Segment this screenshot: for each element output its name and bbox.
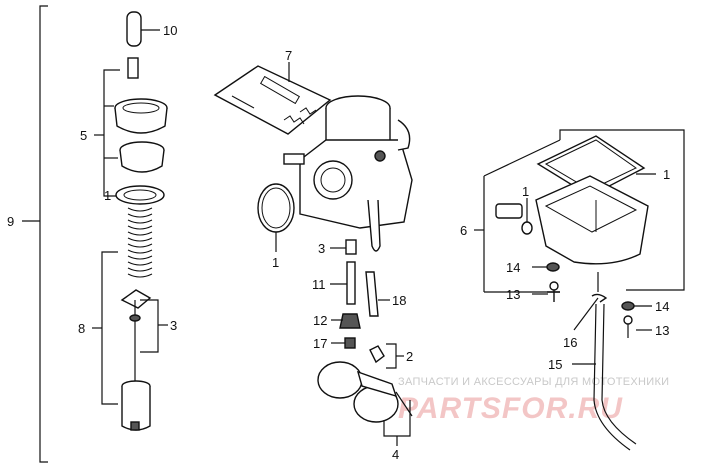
part-1-bowl-gasket-inner	[544, 139, 637, 191]
part-12-main-jet	[339, 313, 361, 329]
part-1-float-gasket	[257, 183, 295, 233]
needle-clip-ring	[129, 314, 141, 322]
carb-inlet-stub	[283, 153, 305, 165]
part-1-seal	[115, 185, 165, 205]
part-3-clip	[120, 289, 152, 309]
carb-adjust-screw	[374, 150, 386, 162]
throttle-slide-assembly	[22, 5, 168, 463]
bracket-2	[386, 343, 397, 369]
bracket-9	[39, 5, 48, 463]
callout-11: 11	[312, 277, 326, 292]
callout-1-oring: 1	[522, 184, 529, 199]
part-15-tube-left	[593, 303, 631, 451]
watermark-logo: PARTSFOR.RU	[398, 392, 623, 425]
part-5-cap-body	[119, 149, 165, 173]
part-18-pilot-jet	[365, 271, 379, 317]
callout-15: 15	[548, 357, 562, 372]
float-pin	[395, 391, 413, 417]
callout-6: 6	[460, 223, 467, 238]
watermark: ЗАПЧАСТИ И АКСЕССУАРЫ ДЛЯ МОТОТЕХНИКИ PA…	[398, 376, 669, 425]
part-5-ring-body	[114, 107, 168, 134]
callout-17: 17	[313, 336, 327, 351]
float-bowl-body	[535, 175, 649, 265]
callout-1-gasket: 1	[272, 255, 279, 270]
callout-8: 8	[78, 321, 85, 336]
float-bowl-group	[474, 129, 685, 451]
float-bowl-rim	[544, 185, 638, 233]
choke-arm	[397, 119, 411, 151]
callout-1-bowl: 1	[663, 167, 670, 182]
part-1-float-gasket-inner	[261, 187, 291, 229]
part-7-detail-b	[231, 95, 255, 109]
callout-5: 5	[80, 128, 87, 143]
callout-14-b: 14	[655, 299, 669, 314]
callout-7: 7	[285, 48, 292, 63]
part-13-screw-b-head	[623, 315, 633, 325]
callout-4: 4	[392, 447, 399, 462]
part-7-gasket-sheet	[213, 65, 332, 135]
part-5-ring-inner	[122, 102, 160, 114]
part-7-spring-b	[299, 107, 317, 115]
part-14-washer-a	[546, 262, 560, 272]
part-14-washer-b	[621, 301, 635, 311]
callout-3-left: 3	[170, 318, 177, 333]
callout-1-left: 1	[104, 188, 111, 203]
part-17-washer	[344, 337, 356, 349]
carb-overflow-tube	[367, 199, 381, 252]
part-13-screw-a-head	[549, 281, 559, 291]
part-3-jet-holder	[345, 239, 357, 255]
callout-10: 10	[163, 23, 177, 38]
callout-13-b: 13	[655, 323, 669, 338]
carb-bore-inner	[320, 167, 346, 193]
drain-screw	[495, 203, 523, 219]
part-7-spring-a	[283, 115, 305, 125]
part-10-cap	[126, 11, 142, 47]
carburetor-body-group	[213, 62, 413, 446]
callout-13-a: 13	[506, 287, 520, 302]
callout-3-mid: 3	[318, 241, 325, 256]
part-1-seal-inner	[123, 189, 157, 201]
callout-14-a: 14	[506, 260, 520, 275]
callout-18: 18	[392, 293, 406, 308]
part-8-spring	[127, 207, 153, 278]
callout-2: 2	[406, 349, 413, 364]
throttle-slide-notch	[130, 421, 140, 431]
bracket-6-right	[559, 129, 685, 291]
callouts: 10 5 1 9 8 3 7 1 3 11 18 12 17 2 4 1 1 6…	[7, 23, 670, 462]
part-2-float-valve	[369, 345, 385, 364]
bracket-8	[101, 251, 118, 405]
part-15-tube-right	[601, 303, 637, 445]
part-7-detail-a	[259, 75, 301, 105]
callout-9: 9	[7, 214, 14, 229]
callout-12: 12	[313, 313, 327, 328]
leader-16	[573, 297, 599, 331]
bracket-3-left	[140, 299, 159, 353]
part-5-screw	[127, 57, 139, 79]
tube-clamp	[591, 293, 608, 303]
bracket-5	[103, 69, 120, 197]
part-4-float-arm	[356, 370, 398, 398]
watermark-tagline: ЗАПЧАСТИ И АКСЕССУАРЫ ДЛЯ МОТОТЕХНИКИ	[398, 376, 669, 388]
part-4-float-left	[317, 361, 363, 399]
callout-16: 16	[563, 335, 577, 350]
part-11-needle-jet	[346, 261, 356, 305]
carb-bore-outer	[313, 160, 353, 200]
part-1-drain-oring	[521, 221, 533, 235]
